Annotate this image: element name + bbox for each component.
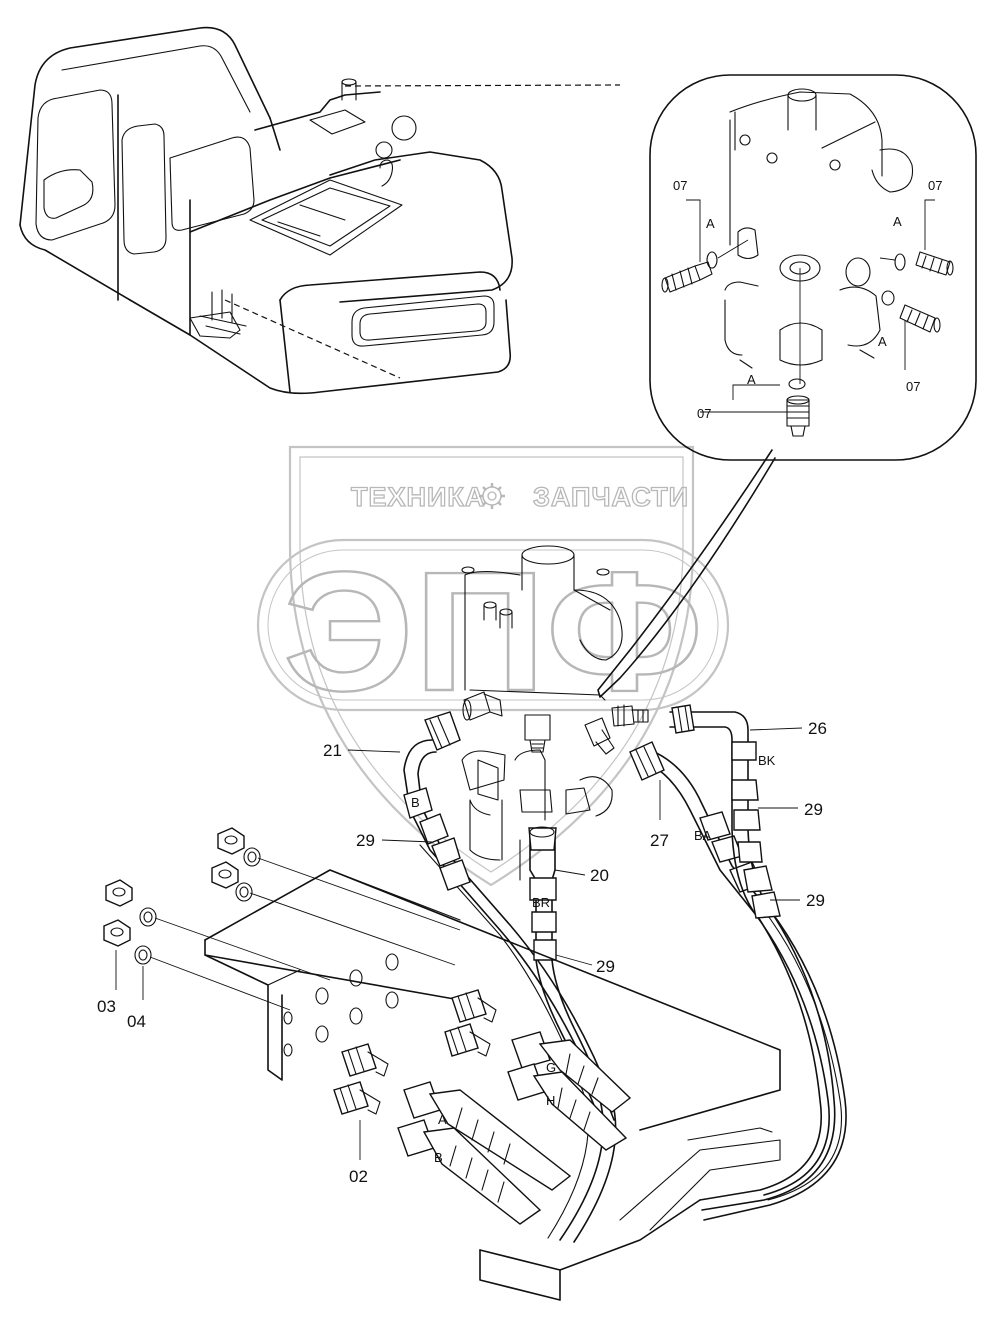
fitting-bottom-icon (786, 395, 810, 437)
part-label-29-left: 29 (356, 831, 375, 850)
fitting-label-h: H (546, 1093, 555, 1108)
leader-lines (347, 727, 803, 966)
nut-icon (217, 827, 245, 855)
hose-label-br: BR (532, 895, 550, 910)
detail-inset: 07 A 07 A A 07 A 07 (597, 74, 977, 698)
label-a-right-upper: A (893, 214, 902, 229)
part-label-03: 03 (97, 997, 116, 1016)
hose-label-b: B (411, 795, 420, 810)
hose-21-end-fitting (424, 711, 461, 751)
washer-icon (134, 945, 152, 965)
hardware: G H A B (103, 827, 632, 1225)
part-label-27: 27 (650, 831, 669, 850)
stud-fitting-icon (451, 989, 497, 1023)
valve-fitting-2 (524, 714, 551, 753)
hose-20-end-fitting (528, 826, 557, 851)
hose-26-end-fitting (671, 704, 695, 734)
hose-27-end-fitting (629, 741, 665, 781)
part-label-21: 21 (323, 741, 342, 760)
part-label-29-right-upper: 29 (804, 800, 823, 819)
part-label-04: 04 (127, 1012, 146, 1031)
fitting-label-b: B (434, 1150, 443, 1165)
fitting-left-icon (661, 261, 713, 293)
part-label-20: 20 (590, 866, 609, 885)
fitting-label-a: A (438, 1112, 447, 1127)
label-07-left: 07 (673, 178, 687, 193)
part-labels: 21 29 20 29 26 29 29 27 03 04 02 (97, 719, 827, 1186)
valve-fitting-3 (584, 717, 615, 755)
valve-block (461, 545, 649, 881)
fitting-label-g: G (546, 1060, 556, 1075)
label-07-bottom: 07 (697, 406, 711, 421)
watermark-logo: ЭПФ (283, 537, 703, 727)
label-07-right-upper: 07 (928, 178, 942, 193)
hose-connector-h: H (507, 1063, 628, 1151)
label-a-bottom: A (747, 372, 756, 387)
label-a-right-lower: A (878, 334, 887, 349)
fitting-right-upper-icon (915, 251, 954, 276)
excavator-illustration (19, 26, 621, 395)
watermark: ТЕХНИКА ЗАПЧАСТИ ЭПФ (256, 445, 730, 887)
part-label-29-right-lower: 29 (806, 891, 825, 910)
gear-icon (479, 483, 505, 509)
stud-fitting-icon (333, 1081, 381, 1115)
washer-icon (235, 882, 253, 902)
hose-connector-b: B (397, 1119, 542, 1225)
hose-connector-g: G (511, 1031, 632, 1113)
part-label-29-center: 29 (596, 957, 615, 976)
watermark-header-right: ЗАПЧАСТИ (533, 482, 689, 512)
nut-icon (105, 879, 133, 907)
valve-fitting-1 (462, 691, 503, 721)
nut-icon (211, 861, 239, 889)
label-a-left: A (706, 216, 715, 231)
nut-icon (103, 919, 131, 947)
part-label-02: 02 (349, 1167, 368, 1186)
part-label-26: 26 (808, 719, 827, 738)
hose-label-bk: BK (758, 753, 776, 768)
washer-icon (139, 907, 157, 927)
watermark-header-left: ТЕХНИКА (351, 482, 485, 512)
label-07-right-lower: 07 (906, 379, 920, 394)
hose-label-ba: BA (694, 828, 712, 843)
hose-connector-a: A (403, 1081, 572, 1191)
stud-fitting-icon (444, 1023, 491, 1057)
fitting-right-lower-icon (899, 304, 941, 333)
valve-fitting-4 (611, 704, 649, 727)
washer-icon (243, 847, 261, 867)
stud-fitting-icon (341, 1043, 389, 1077)
mounting-bracket (204, 869, 781, 1301)
